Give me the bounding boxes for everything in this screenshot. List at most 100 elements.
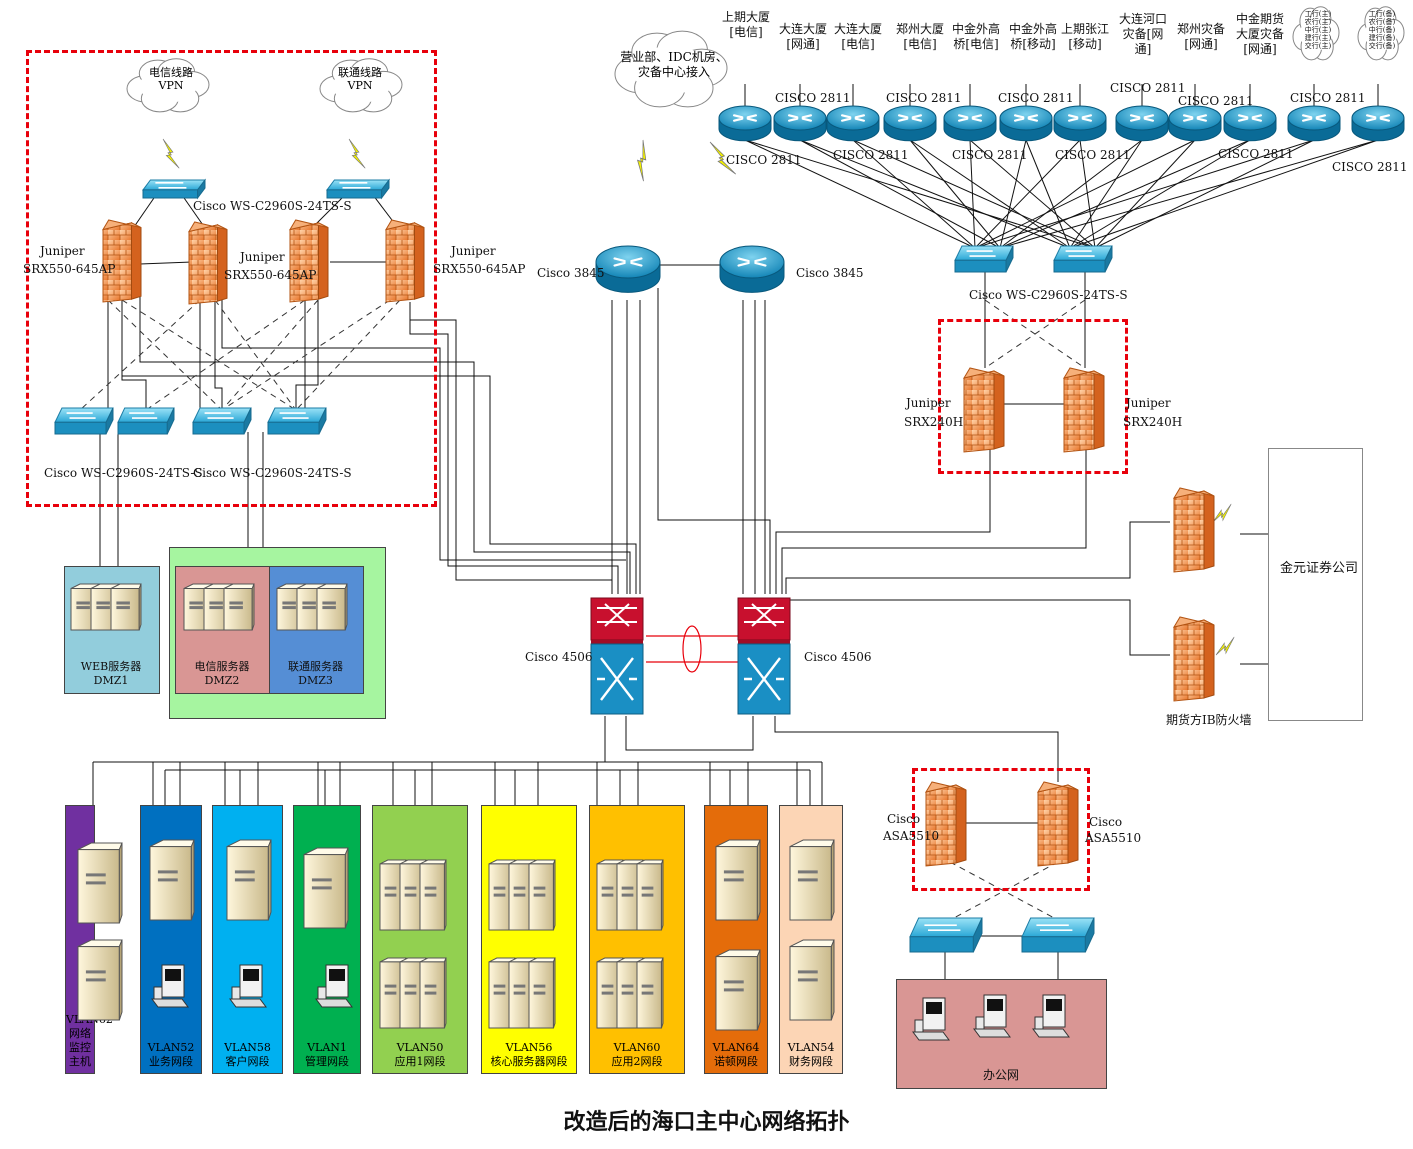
dmz1-zone-id: DMZ1: [93, 674, 129, 687]
connection-line: [657, 288, 771, 594]
connection-line: [790, 599, 1170, 656]
firewall-label: Juniper: [240, 250, 285, 264]
server-icon: [528, 957, 556, 1029]
vlan-name: 客户网段: [225, 1055, 270, 1068]
router-icon: [943, 105, 997, 142]
connection-line: [1069, 139, 1251, 249]
firewall-label: SRX550-645AP: [433, 262, 526, 276]
cloud-icon: [1357, 6, 1405, 61]
server-icon: [419, 957, 447, 1029]
router-icon: [1168, 105, 1222, 142]
router-3845-label: Cisco 3845: [537, 266, 605, 280]
connection-line: [969, 139, 976, 249]
router-3845-icon: [595, 245, 661, 293]
switch-icon: [192, 407, 252, 435]
router-label: CISCO 2811: [775, 91, 851, 105]
bank-entry: 农行(主): [1304, 18, 1332, 26]
vlan-id: VLAN58: [224, 1041, 271, 1054]
router-icon: [826, 105, 880, 142]
firewall-icon: [288, 219, 329, 303]
ib-firewall-label: 期货方IB防火墙: [1166, 713, 1252, 727]
router-label: CISCO 2811: [886, 91, 962, 105]
lightning-icon: [709, 141, 736, 175]
core-switch-icon: [737, 597, 791, 715]
switch-label: Cisco WS-C2960S-24TS-S: [44, 466, 203, 480]
vlan-name: 财务网段: [789, 1055, 833, 1068]
connection-line: [799, 139, 1071, 249]
firewall-icon: [384, 219, 425, 303]
firewall-icon: [101, 219, 142, 303]
connection-line: [1094, 139, 1315, 249]
vlan-name: 网络监控主机: [69, 1027, 91, 1068]
server-icon: [149, 839, 195, 921]
firewall-label: SRX240H: [904, 415, 964, 429]
vpn-firewall-zone: [26, 50, 437, 507]
vlan-id: VLAN64: [712, 1041, 760, 1054]
bank-cloud-b-label: 工行(备)农行(备)中行(备)建行(备)交行(备): [1361, 10, 1403, 50]
firewall-icon: [1172, 487, 1215, 573]
workstation-icon: [315, 964, 353, 1008]
firewall-label: Juniper: [1126, 396, 1171, 410]
dmz2-name: 电信服务器: [194, 660, 250, 673]
switch-icon: [1053, 245, 1113, 273]
bank-entry: 农行(备): [1368, 18, 1396, 26]
switch-icon: [267, 407, 327, 435]
switch-icon: [909, 917, 983, 953]
connection-line: [139, 296, 631, 594]
bank-entry: 中行(主): [1304, 26, 1332, 34]
asa-label: ASA5510: [1085, 831, 1142, 845]
firewall-icon: [962, 367, 1005, 453]
cloud-icon: [614, 30, 728, 108]
branch-site-label: 中金外高桥[电信]: [951, 22, 1000, 51]
asa-zone: [912, 768, 1090, 891]
connection-line: [79, 299, 201, 411]
bank-entry: 建行(主): [1304, 34, 1332, 42]
server-icon: [715, 839, 761, 921]
connection-line: [775, 448, 991, 594]
switch-icon: [325, 178, 391, 200]
connection-line: [974, 139, 1315, 249]
branch-site-label: 大连大厦[网通]: [778, 22, 827, 51]
switch-icon: [117, 407, 175, 435]
cloud-telecom-label: 电信线路VPN: [149, 66, 193, 92]
bank-entry: 工行(备): [1368, 10, 1396, 18]
workstation-icon: [973, 994, 1011, 1038]
vlan-id: VLAN54: [787, 1041, 835, 1054]
connection-line: [852, 139, 1096, 249]
server-icon: [223, 583, 255, 631]
server-icon: [110, 583, 142, 631]
router-icon: [883, 105, 937, 142]
branch-site-label: 中金外高桥[移动]: [1008, 22, 1057, 51]
firewall-label: Juniper: [40, 244, 85, 258]
vlan-id: VLAN50: [396, 1041, 444, 1054]
connection-line: [1079, 139, 1096, 249]
cloud-access-label: 营业部、IDC机房、灾备中心接入: [620, 50, 728, 79]
firewall-icon: [924, 781, 967, 867]
connection-line: [852, 139, 976, 249]
branch-site-label: 郑州大厦[电信]: [895, 22, 944, 51]
server-icon: [715, 949, 761, 1031]
asa-label: Cisco: [1089, 815, 1123, 829]
connection-line: [949, 861, 1059, 921]
connection-line: [999, 139, 1143, 249]
branch-site-label: 上期张江[移动]: [1060, 22, 1109, 51]
router-label: CISCO 2811: [1055, 148, 1131, 162]
router-label: CISCO 2811: [952, 148, 1028, 162]
vlan-name: 应用1网段: [394, 1055, 446, 1068]
firewall-label: SRX550-645AP: [23, 262, 116, 276]
workstation-icon: [229, 964, 267, 1008]
cloud-unicom-label: 联通线路VPN: [338, 66, 382, 92]
dmz3-name: 联通服务器: [288, 660, 343, 673]
connection-line: [121, 299, 297, 411]
jinyuan-box: [1268, 448, 1363, 721]
router-label: CISCO 2811: [998, 91, 1074, 105]
vlan-id: VLAN56: [505, 1041, 553, 1054]
router-icon: [718, 105, 772, 142]
vlan-id: VLAN60: [613, 1041, 661, 1054]
bank-cloud-a-label: 工行(主)农行(主)中行(主)建行(主)交行(主): [1297, 10, 1339, 50]
connection-line: [799, 139, 1001, 249]
vlan-id: VLAN1: [307, 1041, 347, 1054]
vlan-name: 管理网段: [305, 1055, 349, 1068]
router-icon: [1223, 105, 1277, 142]
